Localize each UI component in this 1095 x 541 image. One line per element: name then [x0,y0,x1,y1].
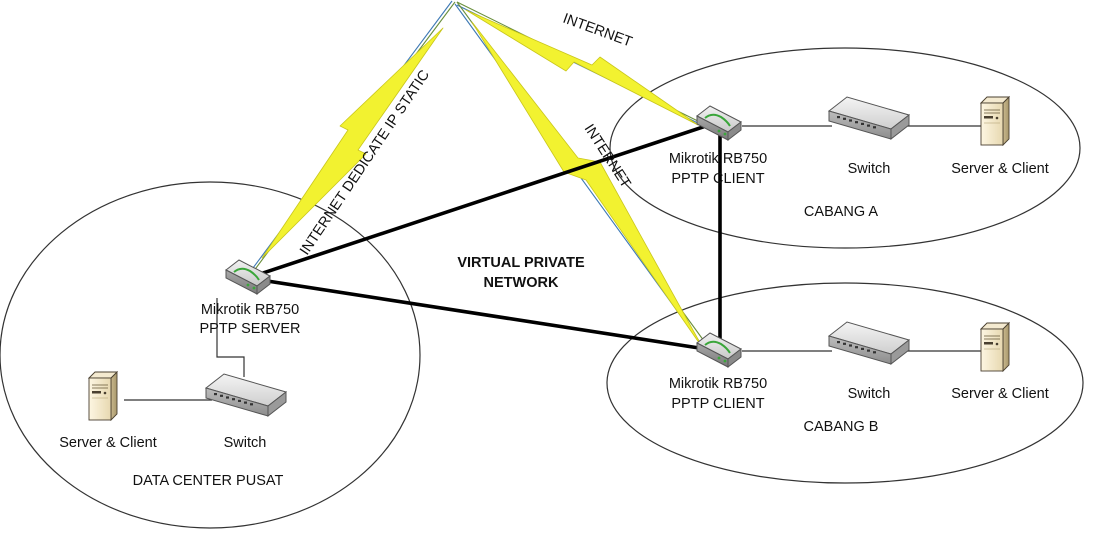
router-cabang-b-label-line2: PPTP CLIENT [671,396,764,412]
switch-cabang-b-label: Switch [848,386,891,402]
server-cabang-b-icon [980,322,1010,372]
switch-cabang-b-icon [828,321,910,365]
vpn-tunnel-pusat-a [246,122,714,280]
server-pusat-icon [88,371,118,421]
router-cabang-a-label-line2: PPTP CLIENT [671,171,764,187]
server-cabang-b-label: Server & Client [951,386,1049,402]
lan-link-router-switch-pusat [216,298,245,377]
link-label-dedicated: INTERNET DEDICATE IP STATIC [297,67,433,258]
link-label-internet-a: INTERNET [561,11,635,51]
vpn-tunnel-pusat-b [246,276,714,352]
switch-pusat-icon [205,373,287,417]
site-ellipse-pusat [0,181,421,529]
router-cabang-a-label-line1: Mikrotik RB750 [669,151,767,167]
vpn-tunnels [246,122,722,352]
router-cabang-b-icon [696,332,742,368]
switch-pusat-label: Switch [224,435,267,451]
server-pusat-label: Server & Client [59,435,157,451]
router-cabang-a-icon [696,105,742,141]
lightning-bolt-internet-b-icon [471,21,705,351]
site-name-cabang-b: CABANG B [804,419,879,435]
server-cabang-a-label: Server & Client [951,161,1049,177]
router-cabang-b-label-line1: Mikrotik RB750 [669,376,767,392]
router-pusat-label-line2: PPTP SERVER [199,321,300,337]
site-ellipse-cabang-b [606,282,1084,484]
router-pusat-icon [225,259,271,295]
vpn-label-line1: VIRTUAL PRIVATE [457,255,585,271]
switch-cabang-a-label: Switch [848,161,891,177]
site-name-cabang-a: CABANG A [804,204,878,220]
vpn-label-line2: NETWORK [484,275,559,291]
lightning-bolt-dedicated-icon [261,27,444,259]
server-cabang-a-icon [980,96,1010,146]
lan-links [124,125,982,401]
site-ellipse-cabang-a [609,47,1081,249]
site-name-pusat: DATA CENTER PUSAT [133,473,284,489]
switch-cabang-a-icon [828,96,910,140]
router-pusat-label-line1: Mikrotik RB750 [201,302,299,318]
